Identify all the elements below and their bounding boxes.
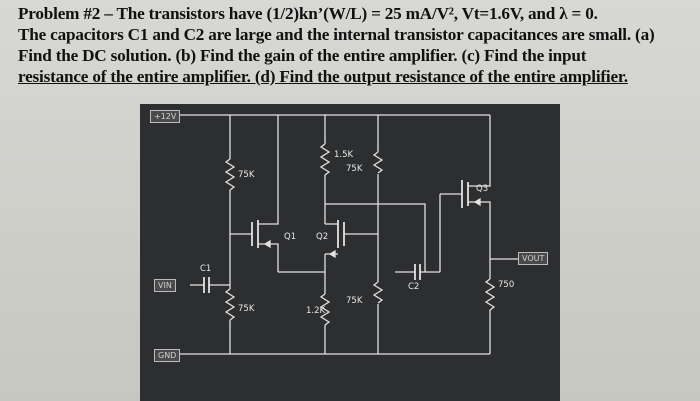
problem-line-1: Problem #2 – The transistors have (1/2)k… <box>18 4 598 23</box>
resistor-1-5k <box>319 143 331 176</box>
r-out-label: 750 <box>498 280 515 290</box>
c2-label: C2 <box>408 282 420 292</box>
resistor-75k-bottom-mid <box>372 281 384 304</box>
problem-line-2: The capacitors C1 and C2 are large and t… <box>18 25 655 44</box>
c1-label: C1 <box>200 264 212 274</box>
r-bottom-left-label: 75K <box>238 304 255 314</box>
resistor-75k-top-mid <box>372 151 384 174</box>
r-top-left-label: 75K <box>238 170 255 180</box>
r-bottom-mid-label: 75K <box>346 296 363 306</box>
vin-label: VIN <box>154 279 176 292</box>
gnd-label: GND <box>154 349 181 362</box>
r-source-label: 1.2K <box>306 306 326 316</box>
r-top-mid-label: 75K <box>346 164 363 174</box>
resistor-75k-top-left <box>224 158 236 191</box>
resistor-75k-bottom-left <box>224 288 236 321</box>
problem-line-4: resistance of the entire amplifier. (d) … <box>18 67 628 86</box>
q3-label: Q3 <box>476 184 489 194</box>
q1-label: Q1 <box>284 232 297 242</box>
resistor-1-2k <box>319 293 331 326</box>
problem-statement: Problem #2 – The transistors have (1/2)k… <box>18 3 690 87</box>
q2-label: Q2 <box>316 232 329 242</box>
circuit-diagram: +12V VIN GND VOUT C1 C2 Q1 Q2 Q3 75K 1.5… <box>140 104 560 401</box>
resistor-750 <box>484 278 496 311</box>
circuit-wires <box>180 114 520 355</box>
vout-label: VOUT <box>518 252 549 265</box>
problem-line-3: Find the DC solution. (b) Find the gain … <box>18 46 587 65</box>
r-drain-label: 1.5K <box>334 150 354 160</box>
supply-label: +12V <box>150 110 181 123</box>
